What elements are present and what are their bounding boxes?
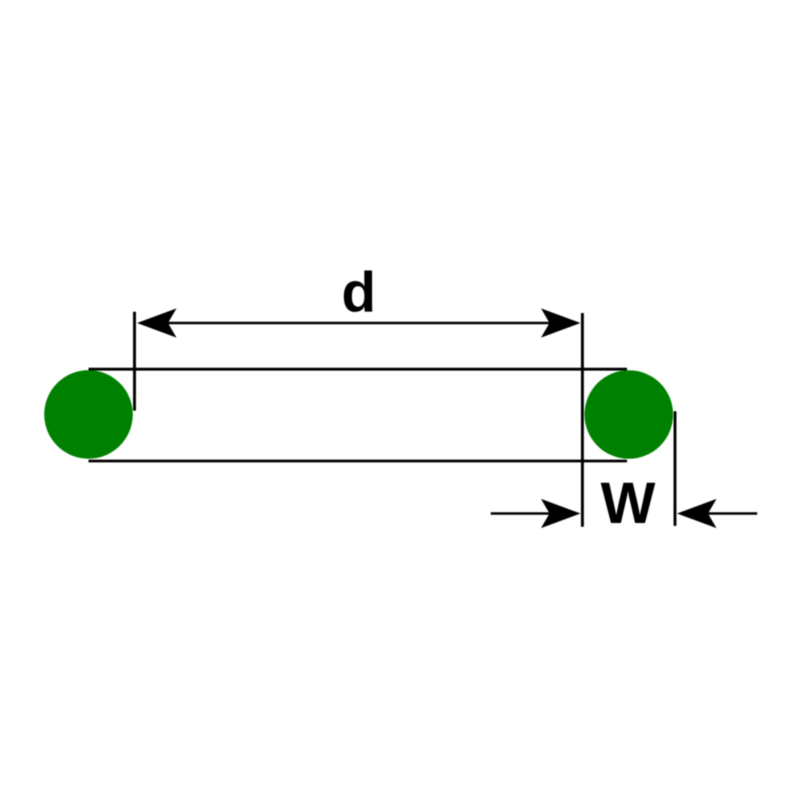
- svg-text:W: W: [601, 471, 656, 536]
- svg-text:d: d: [342, 261, 377, 324]
